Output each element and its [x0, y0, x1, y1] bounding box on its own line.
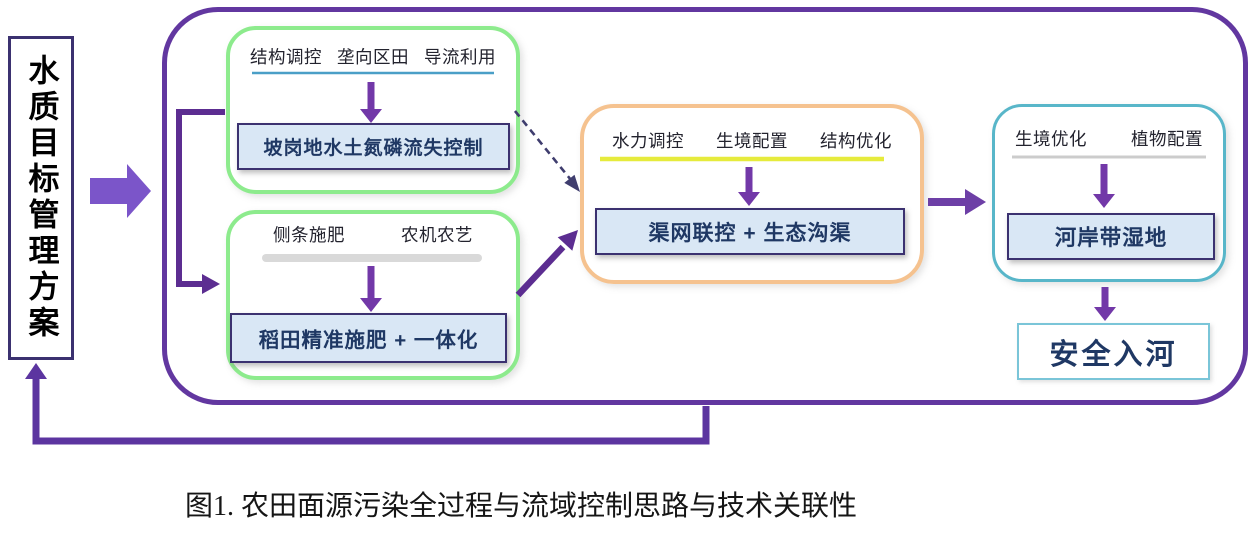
measures-slope: 结构调控 垄向区田 导流利用 — [226, 44, 520, 69]
block-arrow-right-icon — [90, 164, 151, 218]
measure-label: 植物配置 — [1131, 129, 1203, 149]
result-label: 渠网联控 + 生态沟渠 — [648, 221, 852, 245]
outcome-label: 安全入河 — [1049, 338, 1178, 371]
measure-label: 侧条施肥 — [273, 225, 345, 245]
result-box-ditch: 渠网联控 + 生态沟渠 — [595, 208, 905, 255]
water-quality-plan-title: 水质目标管理方案 — [23, 54, 59, 342]
measure-label: 生境优化 — [1015, 129, 1087, 149]
measure-label: 生境配置 — [716, 131, 788, 151]
measure-label: 垄向区田 — [337, 47, 409, 67]
measures-riparian: 生境优化 植物配置 — [992, 126, 1226, 151]
measures-ditch: 水力调控 生境配置 结构优化 — [580, 128, 924, 153]
measure-label: 农机农艺 — [401, 225, 473, 245]
result-box-riparian: 河岸带湿地 — [1007, 213, 1215, 260]
group-ditch-box — [580, 104, 924, 284]
outcome-box: 安全入河 — [1017, 323, 1210, 380]
result-box-paddy: 稻田精准施肥 + 一体化 — [230, 313, 507, 363]
measure-label: 结构调控 — [250, 47, 322, 67]
figure-caption: 图1. 农田面源污染全过程与流域控制思路与技术关联性 — [185, 491, 858, 522]
result-box-slope: 坡岗地水土氮磷流失控制 — [237, 123, 510, 170]
group-riparian-box — [992, 104, 1226, 282]
measure-label: 水力调控 — [612, 131, 684, 151]
result-label: 稻田精准施肥 + 一体化 — [258, 329, 479, 352]
result-label: 河岸带湿地 — [1054, 226, 1168, 250]
measures-paddy: 侧条施肥 农机农艺 — [226, 222, 520, 247]
result-label: 坡岗地水土氮磷流失控制 — [263, 138, 484, 159]
water-quality-plan-box: 水质目标管理方案 — [8, 36, 74, 360]
measure-label: 导流利用 — [424, 47, 496, 67]
measure-label: 结构优化 — [820, 131, 892, 151]
group-slope-land-box — [226, 26, 520, 194]
